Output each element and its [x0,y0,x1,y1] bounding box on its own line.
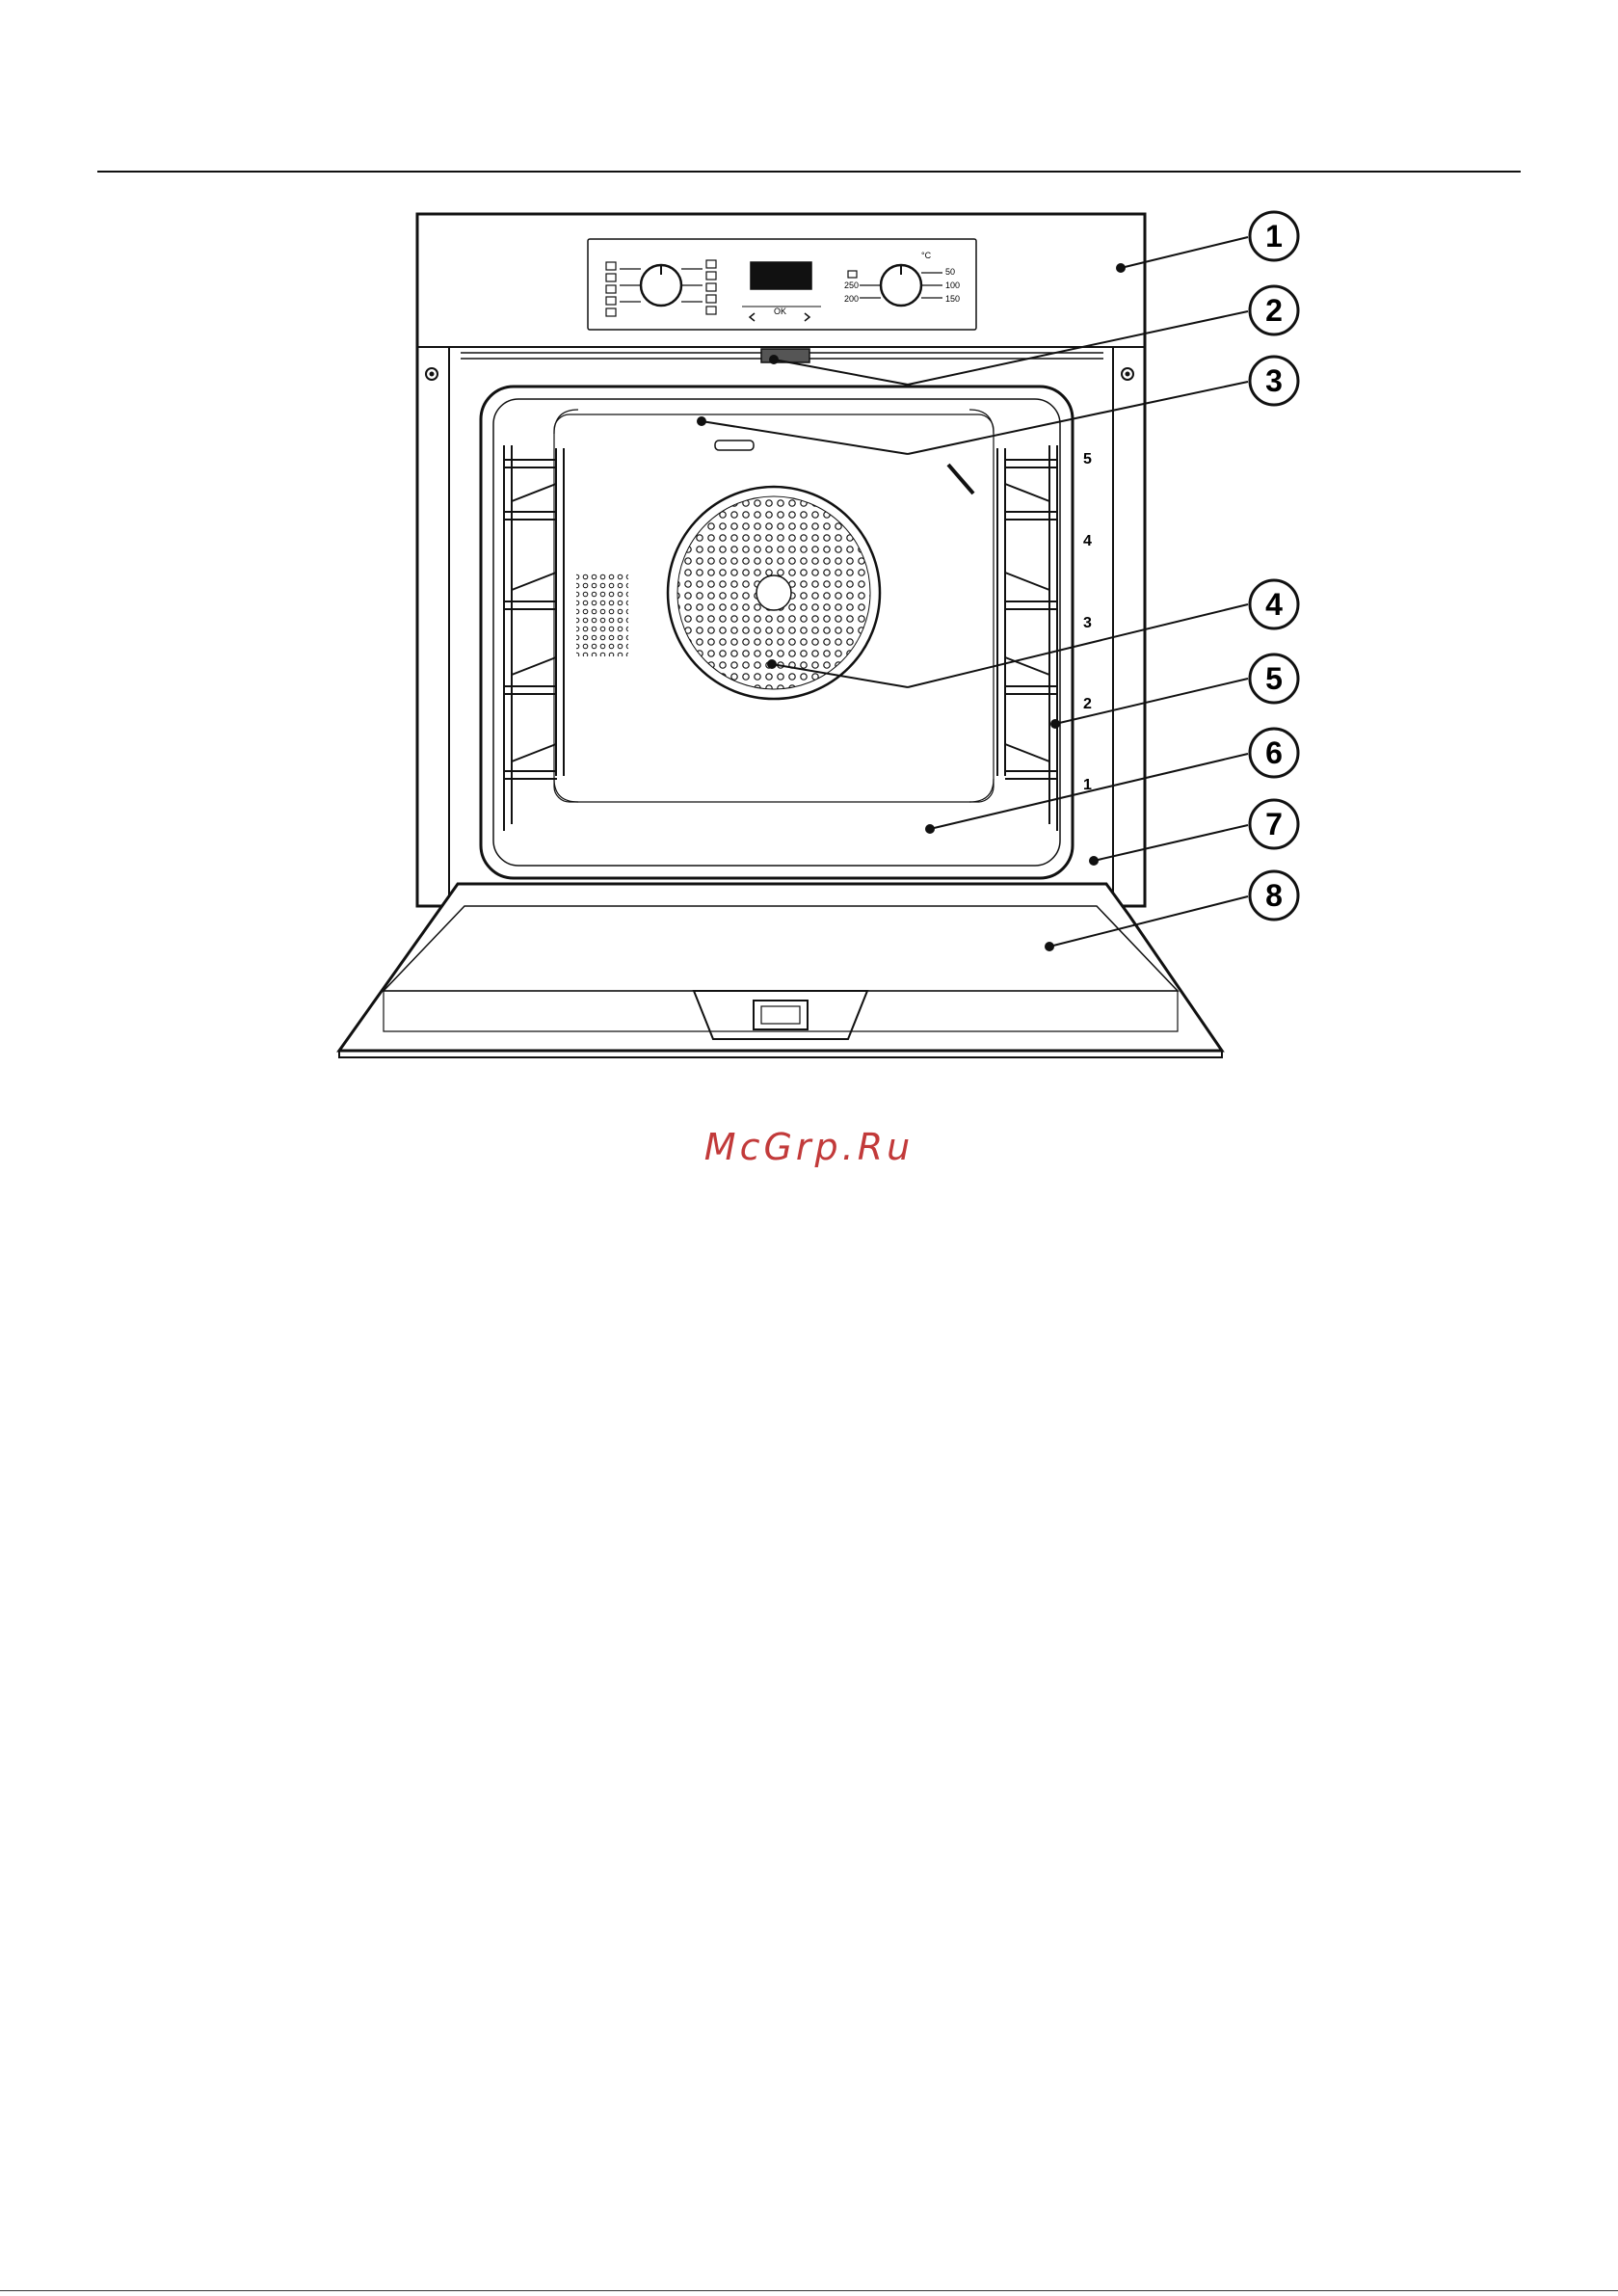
shelf-level-1: 1 [1083,777,1092,794]
shelf-level-4: 4 [1083,533,1092,550]
callout-2: 2 [1249,285,1299,335]
temp-mark-250: 250 [844,280,859,290]
callout-5: 5 [1249,654,1299,704]
ok-label: OK [774,307,786,316]
callout-3: 3 [1249,356,1299,406]
shelf-level-3: 3 [1083,615,1092,632]
left-shelf-runners [504,445,564,831]
footer-rule [0,2290,1618,2291]
display-screen [751,262,811,289]
temp-mark-150: 150 [945,294,960,304]
temp-mark-200: 200 [844,294,859,304]
oven-cavity [481,387,1073,878]
watermark: McGrp.Ru [0,1126,1618,1168]
shelf-level-5: 5 [1083,451,1092,468]
right-shelf-runners [997,445,1057,831]
oven-diagram [0,0,1618,1080]
temp-unit-label: °C [921,251,931,260]
temp-mark-100: 100 [945,280,960,290]
temp-mark-50: 50 [945,267,955,277]
callout-1: 1 [1249,211,1299,261]
callout-7: 7 [1249,799,1299,849]
callout-4: 4 [1249,579,1299,629]
oven-door [339,884,1222,1057]
callout-8: 8 [1249,870,1299,921]
shelf-level-2: 2 [1083,696,1092,713]
callout-6: 6 [1249,728,1299,778]
